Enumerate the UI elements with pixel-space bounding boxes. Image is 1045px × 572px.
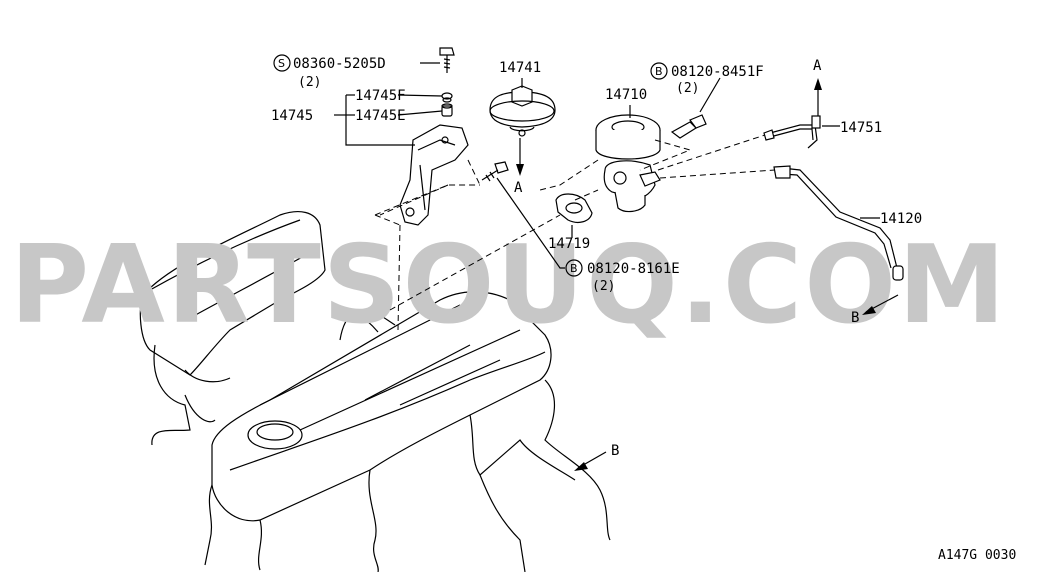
drawing-code: A147G 0030 bbox=[938, 548, 1016, 563]
assembly-lines bbox=[374, 134, 776, 331]
label-14745e: 14745E bbox=[355, 108, 406, 124]
arrow-a-up-label: A bbox=[813, 58, 822, 74]
label-14745: 14745 bbox=[271, 108, 313, 124]
bolt-08120-8161e bbox=[481, 161, 509, 182]
bolt-08360 bbox=[439, 47, 455, 73]
symbol-s-letter: S bbox=[278, 57, 285, 70]
label-14741: 14741 bbox=[499, 60, 541, 76]
arrow-b-right bbox=[862, 294, 899, 315]
grommet-14745f bbox=[441, 92, 453, 103]
label-14120: 14120 bbox=[880, 211, 922, 227]
symbol-s-circle bbox=[273, 54, 291, 72]
label-14751: 14751 bbox=[840, 120, 882, 136]
label-08120-8451f-qty: (2) bbox=[676, 81, 699, 96]
bracket-14745 bbox=[399, 124, 469, 226]
label-08120-8161e-qty: (2) bbox=[592, 279, 615, 294]
label-08120-8451f: 08120-8451F bbox=[671, 64, 764, 80]
label-08360-qty: (2) bbox=[298, 75, 321, 90]
gasket-14719 bbox=[555, 193, 593, 223]
arrow-b-bottom-label: B bbox=[611, 443, 619, 459]
leader-lines bbox=[334, 62, 880, 269]
watermark-text: PARTSOUQ.COM bbox=[10, 223, 1007, 348]
bolt-08120-8451f bbox=[670, 114, 707, 139]
symbol-b-top-circle bbox=[650, 62, 668, 80]
arrow-a-down-label: A bbox=[514, 180, 523, 196]
arrow-b-bottom bbox=[574, 451, 607, 471]
label-08360-5205d: 08360-5205D bbox=[293, 56, 386, 72]
engine-assembly bbox=[139, 211, 611, 572]
label-14719: 14719 bbox=[548, 236, 590, 252]
bush-14745e bbox=[441, 103, 453, 117]
arrow-a-down bbox=[516, 138, 524, 176]
label-14710: 14710 bbox=[605, 87, 647, 103]
label-08120-8161e: 08120-8161E bbox=[587, 261, 680, 277]
tube-14751 bbox=[763, 115, 821, 149]
label-14745f: 14745F bbox=[355, 88, 406, 104]
symbol-b-bottom-circle bbox=[565, 259, 583, 277]
arrow-a-up bbox=[814, 78, 822, 116]
tube-14120 bbox=[773, 165, 904, 281]
solenoid-14741 bbox=[489, 85, 556, 137]
symbol-b-top-letter: B bbox=[655, 65, 663, 78]
symbol-b-bottom-letter: B bbox=[570, 262, 578, 275]
egr-valve-14710 bbox=[595, 114, 661, 213]
arrow-b-right-label: B bbox=[851, 310, 859, 326]
